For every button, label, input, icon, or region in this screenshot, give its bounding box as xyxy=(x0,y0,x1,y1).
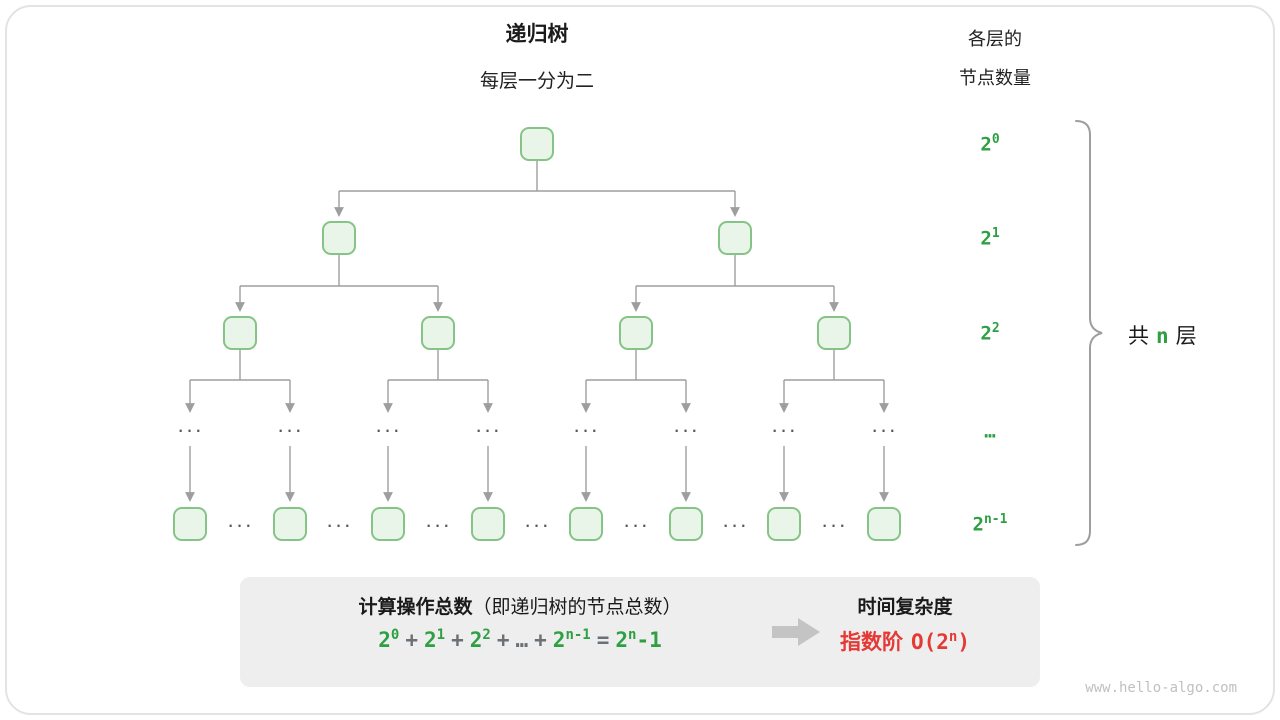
formula-term: 2n-1 xyxy=(552,627,591,652)
level-count-header-line1: 各层的 xyxy=(968,29,1022,49)
total-levels-post: 层 xyxy=(1175,325,1197,348)
tree-node xyxy=(867,507,901,541)
diagram-title: 递归树 xyxy=(505,23,569,46)
complexity-value: 指数阶 O(2n) xyxy=(805,626,1005,656)
ellipsis: ... xyxy=(276,421,304,436)
level-count-header: 各层的 节点数量 xyxy=(925,20,1065,98)
ellipsis: ... xyxy=(820,516,848,531)
tree-node xyxy=(273,507,307,541)
tree-node xyxy=(223,316,257,350)
ellipsis: ... xyxy=(770,421,798,436)
tree-node xyxy=(767,507,801,541)
level-count-label: 20 xyxy=(980,132,1000,156)
right-arrow-icon xyxy=(772,618,820,646)
watermark: www.hello-algo.com xyxy=(1085,680,1237,696)
tree-node xyxy=(718,221,752,255)
formula-operator: + xyxy=(534,628,547,652)
complexity-label: 指数阶 xyxy=(839,631,903,654)
level-count-label: 2n-1 xyxy=(972,512,1008,536)
tree-node xyxy=(173,507,207,541)
ellipsis: ... xyxy=(474,421,502,436)
diagram-title-block: 递归树 每层一分为二 xyxy=(387,18,687,93)
formula-ellipsis: … xyxy=(515,628,529,652)
ellipsis: ... xyxy=(622,516,650,531)
formula-term: 22 xyxy=(469,627,491,652)
tree-node xyxy=(371,507,405,541)
level-count-label: 21 xyxy=(980,226,1000,250)
tree-node xyxy=(471,507,505,541)
calc-title-main: 计算操作总数 xyxy=(358,597,473,618)
formula: 20+21+22+…+2n-1=2n-1 xyxy=(260,627,780,652)
formula-term: 21 xyxy=(423,627,446,652)
ellipsis: ... xyxy=(325,516,353,531)
level-count-label: … xyxy=(984,420,996,443)
curly-brace xyxy=(1075,120,1103,546)
calc-title-paren: （即递归树的节点总数） xyxy=(472,597,682,618)
ellipsis: ... xyxy=(424,516,452,531)
tree-node xyxy=(619,316,653,350)
formula-term: 20 xyxy=(378,627,400,652)
calc-title: 计算操作总数（即递归树的节点总数） xyxy=(260,592,780,619)
tree-node xyxy=(421,316,455,350)
complexity-title: 时间复杂度 xyxy=(857,597,953,618)
summary-box: 计算操作总数（即递归树的节点总数） 20+21+22+…+2n-1=2n-1 时… xyxy=(240,577,1040,687)
ellipsis: ... xyxy=(226,516,254,531)
ellipsis: ... xyxy=(870,421,898,436)
ellipsis: ... xyxy=(672,421,700,436)
tree-node xyxy=(817,316,851,350)
formula-operator: = xyxy=(596,628,610,652)
formula-operator: + xyxy=(405,628,418,652)
tree-node xyxy=(322,221,356,255)
big-o-notation: O(2n) xyxy=(910,629,971,654)
ellipsis: ... xyxy=(572,421,600,436)
total-levels-pre: 共 xyxy=(1128,325,1149,348)
tree-node xyxy=(520,127,554,161)
ellipsis: ... xyxy=(176,421,204,436)
tree-node xyxy=(669,507,703,541)
formula-result: 2n-1 xyxy=(615,627,662,652)
tree-node xyxy=(569,507,603,541)
ellipsis: ... xyxy=(721,516,749,531)
ellipsis: ... xyxy=(523,516,551,531)
level-count-header-line2: 节点数量 xyxy=(959,68,1031,88)
ellipsis: ... xyxy=(374,421,402,436)
formula-operator: + xyxy=(451,628,464,652)
formula-operator: + xyxy=(496,628,510,652)
diagram-subtitle: 每层一分为二 xyxy=(479,71,594,92)
level-count-label: 22 xyxy=(980,321,1000,345)
total-levels-n: n xyxy=(1156,324,1169,348)
